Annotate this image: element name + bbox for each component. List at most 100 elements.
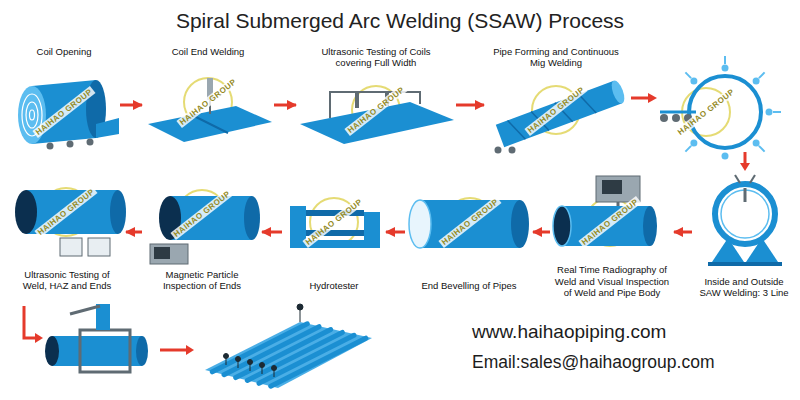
flow-arrow: [120, 104, 142, 107]
radiography-drawing: [553, 176, 657, 246]
roller: [722, 153, 729, 160]
step-caption: Real Time Radiography of Weld and Visual…: [550, 264, 674, 298]
pipe-forming-drawing: [495, 79, 627, 153]
roller-arm: [759, 146, 765, 152]
watermark-text: HAIHAO GROUP: [302, 196, 365, 248]
roller-arm: [759, 72, 765, 78]
step-caption: Coil Opening: [37, 46, 92, 57]
roller: [690, 140, 697, 147]
watermark-text: HAIHAO GROUP: [344, 84, 407, 136]
watermark-text: HAIHAO GROUP: [674, 86, 737, 138]
pipe-storage-drawing: [205, 304, 372, 388]
pipe-end: [136, 336, 148, 366]
monitor-screen: [154, 247, 170, 259]
roller-arm: [773, 111, 781, 113]
arrow-line: [24, 306, 36, 338]
marker-dot: [297, 304, 303, 310]
marker-dot: [248, 360, 253, 365]
tester-head: [290, 206, 306, 240]
ut-unit: [88, 238, 110, 256]
pipe-end: [643, 206, 657, 246]
inspection-unit: [150, 244, 188, 264]
watermark-text: HAIHAO GROUP: [438, 196, 501, 248]
forming-circle-drawing: [660, 56, 781, 160]
step-caption: Hydrotester: [309, 280, 358, 291]
flow-arrow: [24, 306, 43, 343]
process-step: Pipe Forming and Continuous Mig Welding: [484, 44, 628, 150]
process-step: Coil Opening: [8, 44, 120, 148]
flow-arrow: [631, 93, 657, 103]
xray-head: [617, 202, 620, 206]
saw-welding-drawing: [708, 175, 782, 266]
process-step: End Bevelling of Pipes: [405, 185, 533, 293]
email-address: Email:sales@haihaogroup.com: [472, 352, 714, 373]
bevelled-end: [409, 200, 431, 248]
process-step: Hydrotester: [282, 185, 386, 293]
website-url: www.haihaopiping.com: [472, 321, 666, 343]
watermark-text: HAIHAO GROUP: [578, 196, 641, 248]
stored-pipe: [259, 335, 354, 383]
arrow-line: [160, 349, 187, 352]
roller: [495, 147, 502, 154]
step-caption: Coil End Welding: [172, 46, 245, 57]
coil-drawing: [18, 80, 119, 150]
marker-dot: [224, 354, 229, 359]
outside-torch: [750, 175, 755, 183]
arrow-head: [740, 163, 750, 171]
flow-arrow: [740, 152, 750, 171]
process-step: Ultrasonic Testing of Weld, HAZ and Ends: [8, 185, 126, 293]
watermark-text: HAIHAO GROUP: [32, 86, 95, 138]
arrow-head: [648, 93, 657, 103]
roller-arm: [685, 72, 691, 78]
pipe-end: [511, 200, 529, 248]
roller-arm: [724, 56, 726, 64]
flow-arrow: [533, 231, 550, 234]
roller-arm: [685, 146, 691, 152]
arrow-line: [744, 152, 747, 164]
stored-pipes: [212, 324, 365, 386]
flow-arrow: [386, 231, 405, 234]
coil-ring: [30, 110, 35, 120]
pipe-opening: [45, 336, 59, 366]
coil-ut-drawing: [300, 92, 454, 144]
pipe-stand: [746, 238, 778, 262]
flow-arrow: [126, 231, 142, 234]
process-step: Real Time Radiography of Weld and Visual…: [550, 172, 674, 300]
ut-unit: [60, 238, 82, 256]
flow-arrow: [160, 345, 194, 355]
spiral-pipe: [496, 81, 622, 147]
spiral-seam: [578, 94, 596, 113]
marking-frame: [80, 330, 130, 372]
marker-dot: [260, 363, 265, 368]
strip-feed: [660, 111, 696, 114]
roller: [753, 140, 760, 147]
roller: [660, 114, 668, 122]
step-caption: Pipe Forming and Continuous Mig Welding: [486, 46, 626, 68]
pipe-opening: [15, 190, 37, 234]
roller: [672, 114, 680, 122]
coil-end-welding-drawing: [148, 78, 272, 142]
roller: [722, 65, 729, 72]
ut-probe: [355, 92, 359, 108]
pipe-stand: [712, 238, 744, 262]
roller: [47, 143, 54, 150]
watermark-text: HAIHAO GROUP: [176, 76, 239, 128]
coil-face: [18, 86, 46, 144]
flow-arrow: [274, 104, 296, 107]
roller: [753, 77, 760, 84]
pipe-markers: [224, 304, 304, 377]
weld-seam: [192, 115, 228, 133]
marker-dot: [236, 357, 241, 362]
spiral-seam: [508, 120, 526, 139]
marker-dot: [272, 366, 277, 371]
inside-torch: [744, 188, 747, 202]
coil-strip: [96, 118, 119, 138]
roller: [67, 141, 74, 148]
pipe-section: [715, 184, 775, 244]
pipe-end: [244, 196, 260, 240]
arrow-line: [631, 97, 649, 100]
pipe-end: [110, 190, 126, 234]
stand-base: [708, 262, 782, 266]
marking-arm: [70, 306, 100, 314]
